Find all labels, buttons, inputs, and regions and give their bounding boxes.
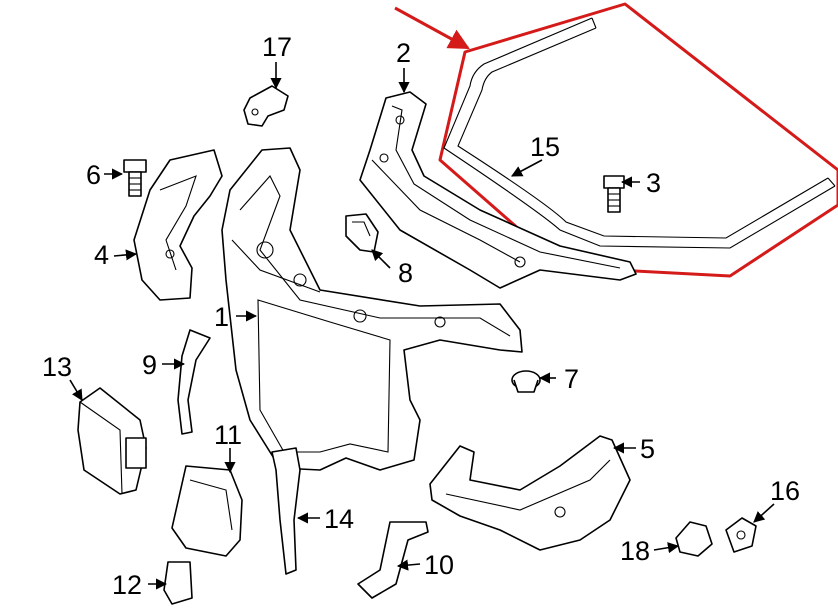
clip-part-16 (725, 517, 757, 553)
bracket-part-5 (429, 435, 631, 551)
callout-18: 18 (620, 536, 650, 566)
callout-labels: 17 2 15 3 6 4 8 1 9 7 13 11 5 16 14 18 1… (42, 32, 800, 600)
callout-15: 15 (530, 132, 560, 162)
leader-lines (69, 62, 775, 590)
callout-2: 2 (396, 38, 411, 68)
callout-12: 12 (112, 570, 142, 600)
strip-part-14 (271, 447, 301, 575)
bracket-part-8 (345, 213, 379, 253)
callout-10: 10 (424, 550, 454, 580)
seal-part-15 (443, 17, 836, 249)
callout-16: 16 (770, 476, 800, 506)
bracket-part-10 (357, 521, 429, 599)
deflector-part-11 (171, 465, 243, 557)
highlight-outline (394, 2, 838, 278)
crossmember-part-2 (359, 91, 637, 289)
callout-7: 7 (564, 364, 579, 394)
bolt-part-6 (123, 159, 147, 197)
callout-1: 1 (214, 302, 229, 332)
callout-5: 5 (640, 434, 655, 464)
bracket-part-4 (133, 149, 223, 301)
callout-6: 6 (86, 160, 101, 190)
clip-part-18 (675, 521, 713, 557)
callout-13: 13 (42, 352, 72, 382)
callout-9: 9 (142, 350, 157, 380)
bolt-part-3 (603, 175, 625, 213)
callout-4: 4 (94, 240, 109, 270)
module-part-13 (77, 387, 147, 495)
callout-8: 8 (398, 258, 413, 288)
radiator-support-part-1 (221, 147, 523, 471)
callout-17: 17 (262, 32, 292, 62)
bracket-part-12 (163, 561, 193, 605)
grommet-part-7 (511, 370, 541, 393)
callout-11: 11 (214, 420, 242, 450)
bracket-part-9 (177, 329, 211, 435)
callout-14: 14 (324, 504, 354, 534)
callout-3: 3 (646, 168, 661, 198)
bracket-part-17 (243, 85, 289, 127)
